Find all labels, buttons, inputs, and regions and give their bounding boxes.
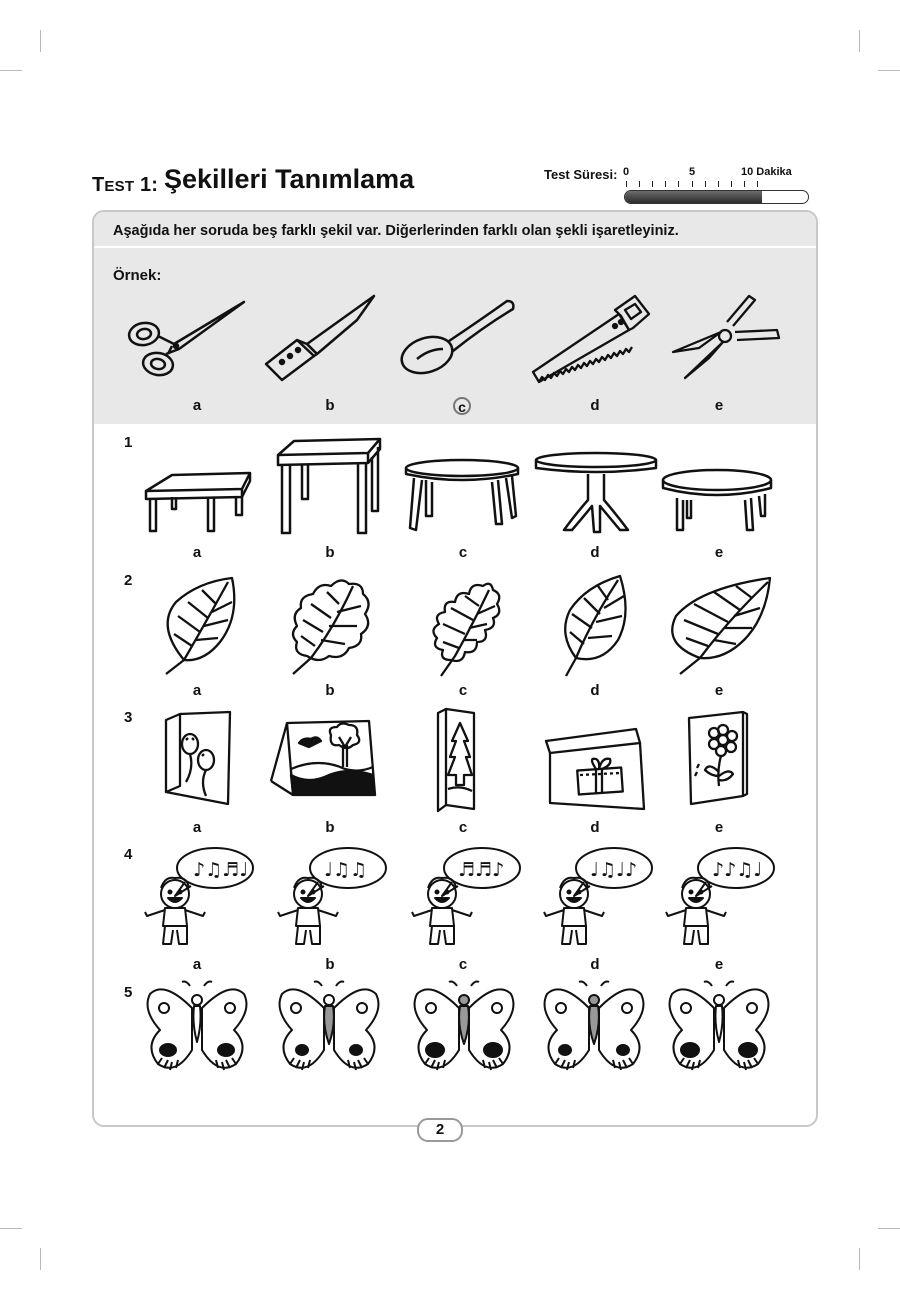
crop-mark [878,70,900,71]
timer-tick [743,181,745,187]
flower-card-icon[interactable] [687,710,752,810]
knife-icon[interactable] [262,292,382,382]
question-1-option-c[interactable]: c [458,544,468,561]
timer-tick [730,181,732,187]
question-2-option-b[interactable]: b [325,682,335,699]
singing-child-icon[interactable]: ♩♫♩♪ [538,846,658,950]
table-icon[interactable] [142,467,254,537]
svg-text:♪♫♬♩: ♪♫♬♩ [193,859,248,881]
example-option-e-label: e [714,397,724,414]
butterfly-icon[interactable] [274,980,384,1078]
question-2-option-e[interactable]: e [714,682,724,699]
leaf-icon[interactable] [162,576,237,676]
oval-table-icon[interactable] [661,468,776,538]
question-3-number: 3 [124,709,133,726]
butterfly-icon[interactable] [539,980,649,1078]
oak-leaf-icon[interactable] [429,578,504,678]
question-2-option-d[interactable]: d [590,682,600,699]
scissors-icon[interactable] [124,294,249,384]
crop-mark [878,1228,900,1229]
singing-child-icon[interactable]: ♪♪♫♩ [660,846,780,950]
crop-mark [40,30,41,52]
question-1-option-d[interactable]: d [590,544,600,561]
question-1-option-a[interactable]: a [192,544,202,561]
timer-tick [652,181,654,187]
crop-mark [40,1248,41,1270]
round-table-icon[interactable] [404,458,524,538]
tree-card-icon[interactable] [436,707,478,813]
pruning-shears-icon[interactable] [669,292,784,382]
timer-tick-10: 10 Dakika [741,166,792,178]
leaf-icon[interactable] [562,574,632,678]
question-2-number: 2 [124,572,133,589]
landscape-card-icon[interactable] [269,717,379,799]
crop-mark [859,30,860,52]
svg-text:♩♫♫: ♩♫♫ [324,859,367,881]
question-3-option-b[interactable]: b [325,819,335,836]
crop-mark [859,1248,860,1270]
balloon-card-icon[interactable] [164,710,234,807]
example-option-a-label: a [192,397,202,414]
example-option-d-label: d [590,397,600,414]
timer-tick [757,181,758,187]
question-3-option-c[interactable]: c [458,819,468,836]
spoon-icon[interactable] [399,297,519,382]
timer-progress-fill [625,191,763,203]
question-4-option-a[interactable]: a [192,956,202,973]
question-5-number: 5 [124,984,133,1001]
question-3-option-a[interactable]: a [192,819,202,836]
singing-child-icon[interactable]: ♬♬♪ [406,846,526,950]
test-timer: Test Süresi: 0 5 10 Dakika [544,166,814,208]
timer-tick [626,181,627,187]
question-1-option-e[interactable]: e [714,544,724,561]
timer-tick [678,181,680,187]
instruction-text: Aşağıda her soruda beş farklı şekil var.… [94,212,816,248]
svg-text:♬♬♪: ♬♬♪ [458,859,504,881]
timer-tick-0: 0 [623,166,630,178]
svg-text:♩♫♩♪: ♩♫♩♪ [590,859,637,881]
table-icon[interactable] [274,437,384,537]
page-title: Şekilleri Tanımlama [164,164,415,194]
question-1-option-b[interactable]: b [325,544,335,561]
timer-progress-bar [624,190,809,204]
timer-tick [717,181,719,187]
test-header: TEST 1: Şekilleri Tanımlama [92,164,812,204]
example-answer-circle: c [453,397,471,415]
example-option-b-label: b [325,397,335,414]
question-1-number: 1 [124,434,133,451]
page-number: 2 [417,1118,463,1142]
svg-text:♪♪♫♩: ♪♪♫♩ [712,859,762,881]
question-4-option-e[interactable]: e [714,956,724,973]
pedestal-table-icon[interactable] [534,450,659,540]
butterfly-icon[interactable] [664,980,774,1078]
example-label: Örnek: [113,267,162,284]
crop-mark [0,1228,22,1229]
timer-tick-5: 5 [689,166,696,178]
butterfly-icon[interactable] [142,980,252,1078]
timer-tick [704,181,706,187]
timer-label: Test Süresi: [544,167,618,182]
gift-card-icon[interactable] [544,727,654,812]
leaf-icon[interactable] [670,574,775,678]
question-4-option-b[interactable]: b [325,956,335,973]
question-2-option-a[interactable]: a [192,682,202,699]
test-number: TEST 1: [92,174,159,196]
question-4-number: 4 [124,846,133,863]
question-2-option-c[interactable]: c [458,682,468,699]
question-4-option-d[interactable]: d [590,956,600,973]
example-section: Aşağıda her soruda beş farklı şekil var.… [94,212,816,424]
butterfly-icon[interactable] [409,980,519,1078]
question-3-option-e[interactable]: e [714,819,724,836]
singing-child-icon[interactable]: ♩♫♫ [272,846,392,950]
question-3-option-d[interactable]: d [590,819,600,836]
saw-icon[interactable] [529,292,654,387]
crop-mark [0,70,22,71]
timer-tick [665,181,667,187]
timer-tick [691,181,693,187]
question-panel: Aşağıda her soruda beş farklı şekil var.… [92,210,818,1127]
singing-child-icon[interactable]: ♪♫♬♩ [139,846,259,950]
oak-leaf-icon[interactable] [289,576,374,676]
timer-tick [639,181,641,187]
question-4-option-c[interactable]: c [458,956,468,973]
